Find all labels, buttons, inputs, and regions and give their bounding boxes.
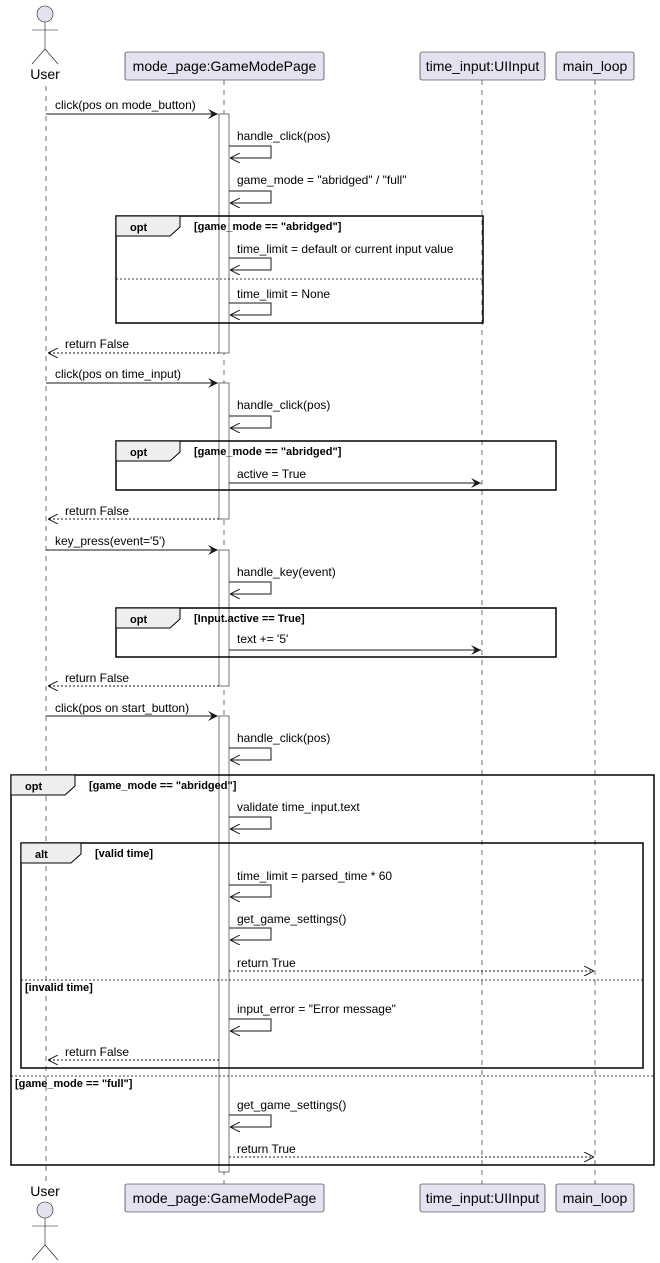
self-message-arrow <box>229 302 272 315</box>
fragment-keyword: opt <box>130 222 147 234</box>
message-label: time_limit = parsed_time * 60 <box>237 869 392 883</box>
message-label: return True <box>237 1142 296 1156</box>
fragment-tab <box>10 774 76 796</box>
message-label: handle_click(pos) <box>237 129 330 143</box>
fragment-frame <box>115 440 557 491</box>
actor-leg-right <box>44 48 59 65</box>
participant-mode-page-label: mode_page:GameModePage <box>133 1190 317 1206</box>
self-message-arrow <box>229 1114 272 1127</box>
actor-leg-left <box>31 1244 46 1261</box>
participant-box <box>555 1183 635 1213</box>
message-label: get_game_settings() <box>237 1098 346 1112</box>
fragment-else-guard: [invalid time] <box>25 982 93 994</box>
activation-bar <box>218 715 230 1173</box>
message-label: return False <box>65 337 129 351</box>
fragment-opt-4: opt [game_mode == "abridged"] [game_mode… <box>10 774 655 1166</box>
fragment-tab <box>115 440 181 462</box>
actor-head <box>36 5 54 23</box>
actor-leg-right <box>44 1244 59 1261</box>
participant-mode-page-top: mode_page:GameModePage <box>124 51 325 81</box>
message-label: key_press(event='5') <box>55 534 165 548</box>
fragment-tab <box>115 607 181 629</box>
message-label: input_error = "Error message" <box>237 1002 396 1016</box>
fragment-alt-1: alt [valid time] [invalid time] <box>20 842 644 1069</box>
actor-user-bottom: User <box>30 1183 60 1261</box>
self-message-arrow <box>229 1018 272 1031</box>
message-label: return False <box>65 504 129 518</box>
activation-bar <box>218 382 230 520</box>
actor-head <box>36 1201 54 1219</box>
message-label: handle_click(pos) <box>237 398 330 412</box>
message-label: game_mode = "abridged" / "full" <box>237 173 406 187</box>
participant-box <box>419 51 546 81</box>
message-label: active = True <box>237 467 306 481</box>
self-message-arrow <box>229 257 272 270</box>
fragment-opt-3: opt [Input.active == True] <box>115 607 557 658</box>
message-label: handle_click(pos) <box>237 731 330 745</box>
fragment-else-guard: [game_mode == "full"] <box>15 1078 133 1090</box>
fragment-guard: [game_mode == "abridged"] <box>194 446 342 458</box>
fragment-opt-1: opt [game_mode == "abridged"] <box>115 215 484 324</box>
self-message-arrow <box>229 884 272 897</box>
message-label: return True <box>237 956 296 970</box>
actor-user-label: User <box>30 1183 60 1199</box>
message-label: click(pos on time_input) <box>55 367 181 381</box>
fragment-guard: [game_mode == "abridged"] <box>194 221 342 233</box>
fragment-guard: [Input.active == True] <box>194 613 305 625</box>
message-label: click(pos on mode_button) <box>55 98 196 112</box>
participant-box <box>124 51 325 81</box>
participant-time-input-top: time_input:UIInput <box>419 51 546 81</box>
fragment-tab <box>20 842 82 864</box>
actor-user-top: User <box>30 5 60 82</box>
fragment-keyword: alt <box>35 849 48 861</box>
actor-user-label: User <box>30 66 60 82</box>
fragment-frame <box>115 607 557 658</box>
participant-box <box>419 1183 546 1213</box>
participant-box <box>555 51 635 81</box>
participant-box <box>124 1183 325 1213</box>
participant-mode-page-bottom: mode_page:GameModePage <box>124 1183 325 1213</box>
participant-main-loop-label: main_loop <box>563 58 628 74</box>
self-message-arrow <box>229 190 272 203</box>
fragment-guard: [game_mode == "abridged"] <box>89 780 237 792</box>
participant-main-loop-bottom: main_loop <box>555 1183 635 1213</box>
participant-main-loop-label: main_loop <box>563 1190 628 1206</box>
fragment-keyword: opt <box>130 447 147 459</box>
fragment-keyword: opt <box>25 781 42 793</box>
self-message-arrow <box>229 581 272 594</box>
message-label: handle_key(event) <box>237 565 336 579</box>
activation-bar <box>218 549 230 687</box>
message-label: return False <box>65 671 129 685</box>
participant-time-input-label: time_input:UIInput <box>426 58 540 74</box>
participant-mode-page-label: mode_page:GameModePage <box>133 58 317 74</box>
message-label: click(pos on start_button) <box>55 701 189 715</box>
fragment-frame <box>10 774 655 1166</box>
participant-main-loop-top: main_loop <box>555 51 635 81</box>
fragment-tab <box>115 215 181 237</box>
fragment-frame <box>20 842 644 1069</box>
self-message-arrow <box>229 927 272 940</box>
fragment-keyword: opt <box>130 614 147 626</box>
self-message-arrow <box>229 415 272 428</box>
actor-leg-left <box>31 48 46 65</box>
activation-bar <box>218 113 230 354</box>
message-label: get_game_settings() <box>237 912 346 926</box>
self-message-arrow <box>229 145 272 158</box>
message-label: validate time_input.text <box>237 800 360 814</box>
participant-time-input-bottom: time_input:UIInput <box>419 1183 546 1213</box>
self-message-arrow <box>229 747 272 760</box>
participant-time-input-label: time_input:UIInput <box>426 1190 540 1206</box>
self-message-arrow <box>229 816 272 829</box>
fragment-frame <box>115 215 484 324</box>
fragment-opt-2: opt [game_mode == "abridged"] <box>115 440 557 491</box>
message-label: text += '5' <box>237 632 288 646</box>
message-label: time_limit = None <box>237 287 330 301</box>
message-label: return False <box>65 1045 129 1059</box>
message-label: time_limit = default or current input va… <box>237 242 454 256</box>
fragment-guard: [valid time] <box>95 848 153 860</box>
